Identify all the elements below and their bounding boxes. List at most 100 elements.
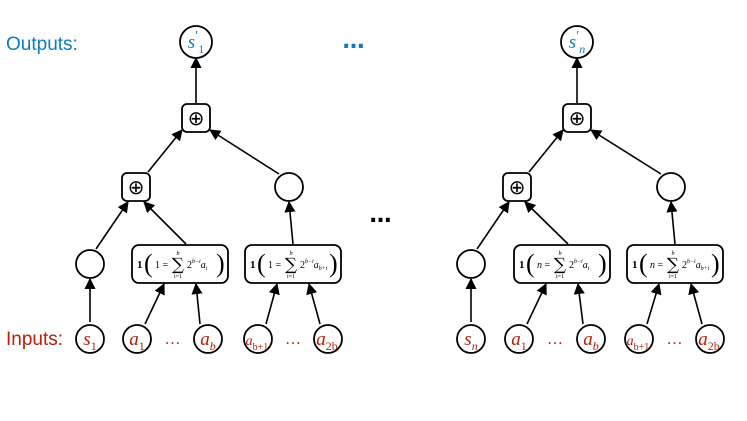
left-xor-mid: ⊕ — [121, 172, 151, 202]
right-state-input-label: sn — [464, 329, 477, 353]
left-input-a-b: ab — [193, 324, 223, 354]
right-xor-top: ⊕ — [562, 103, 592, 133]
left-indicator-box-1-indicator: 1 — [137, 259, 143, 271]
left-indicator-box-1-lparen: ( — [144, 249, 153, 278]
left-edge-a1 — [144, 282, 165, 325]
right-output-node-label: s′n — [569, 29, 585, 56]
right-input-a-b-label: ab — [583, 329, 599, 353]
right-indicator-box-1-sum-top: b — [559, 251, 562, 257]
right-empty-node-lower — [456, 249, 486, 279]
left-indicator-box-2-lhs: 1 = — [268, 260, 282, 271]
left-output-node: s′1 — [179, 25, 213, 59]
left-indicator-box-2-term: 2b−iab+i — [300, 259, 328, 272]
right-indicator-box-1-sum-bot: i=1 — [556, 274, 564, 280]
right-input-a-b-plus-1-circle — [624, 324, 654, 354]
right-xor-mid-symbol: ⊕ — [509, 175, 526, 199]
right-xor-mid: ⊕ — [502, 172, 532, 202]
right-indicator-box-2: 1()n =∑bi=12b−iab+i — [626, 244, 724, 284]
right-input-a-2b: a2b — [695, 324, 725, 354]
right-edge-a1 — [526, 282, 547, 325]
right-edge-ab1 — [646, 282, 662, 325]
right-indicator-box-2-sum: ∑ — [667, 255, 679, 275]
left-indicator-box-1-sum-bot: i=1 — [174, 274, 182, 280]
left-xor-top-symbol: ⊕ — [188, 106, 205, 130]
left-input-a-b-plus-1-circle — [243, 324, 273, 354]
left-input-ellipsis-2: … — [285, 331, 301, 348]
right-indicator-box-1: 1()n =∑bi=12b−iai — [513, 244, 611, 284]
right-indicator-box-2-term: 2b−iab+i — [682, 259, 710, 272]
left-indicator-box-2: 1()1 =∑bi=12b−iab+i — [244, 244, 342, 284]
right-input-a-2b-circle — [695, 324, 725, 354]
right-input-ellipsis-1: … — [547, 331, 563, 348]
right-output-node-circle — [560, 25, 594, 59]
left-indicator-box-2-sum-bot: i=1 — [287, 274, 295, 280]
right-edge-xor-mid-to-top — [528, 129, 564, 173]
left-edge-box1-to-xor — [143, 201, 187, 245]
right-input-a-b-circle — [576, 324, 606, 354]
right-output-node: s′n — [560, 25, 594, 59]
left-input-a-b-circle — [193, 324, 223, 354]
left-indicator-box-1: 1() 1 =∑b i=1 2b−iai — [131, 244, 229, 284]
left-input-a-2b-circle — [313, 324, 343, 354]
inputs-label: Inputs: — [6, 329, 63, 350]
left-edge-empty-to-top — [209, 129, 280, 175]
left-input-a-b-plus-1: ab+1 — [243, 324, 273, 354]
left-indicator-box-1-sum: ∑ — [172, 255, 184, 275]
left-input-a-first-label: a1 — [129, 329, 145, 353]
right-indicator-box-1-sum: ∑ — [554, 255, 566, 275]
right-indicator-box-1-indicator: 1 — [519, 259, 525, 271]
left-output-node-circle — [179, 25, 213, 59]
left-indicator-box-2-indicator: 1 — [250, 259, 256, 271]
left-input-a-b-plus-1-label: ab+1 — [246, 334, 269, 353]
right-indicator-box-2-lparen: ( — [639, 249, 648, 278]
left-input-a-first: a1 — [122, 324, 152, 354]
left-xor-top: ⊕ — [181, 103, 211, 133]
left-edge-ab1 — [265, 282, 280, 325]
left-indicator-box-1-term: 2b−iai — [187, 259, 208, 272]
top-ellipsis: … — [343, 29, 368, 54]
right-input-a-2b-label: a2b — [698, 329, 720, 353]
right-indicator-box-1-lhs: n = — [537, 260, 551, 271]
left-state-input: s1 — [75, 324, 105, 354]
left-indicator-box-2-sum-top: b — [290, 251, 293, 257]
right-edge-a2b — [688, 282, 703, 325]
left-input-a-b-label: ab — [200, 329, 216, 353]
right-input-a-b-plus-1-label: ab+1 — [627, 334, 650, 353]
middle-ellipsis: … — [370, 203, 395, 228]
left-input-a-2b-label: a2b — [316, 329, 338, 353]
right-input-a-first-label: a1 — [511, 329, 527, 353]
right-indicator-box-1-term: 2b−iai — [569, 259, 590, 272]
right-edge-box2-to-empty — [666, 200, 678, 245]
right-xor-top-symbol: ⊕ — [569, 106, 586, 130]
right-input-ellipsis-2: … — [667, 331, 683, 348]
left-edge-box2-to-empty — [284, 200, 296, 245]
left-edge-empty-to-xor — [95, 201, 129, 250]
right-indicator-box-2-lhs: n = — [650, 260, 664, 271]
left-state-input-label: s1 — [83, 329, 96, 353]
left-indicator-box-1-rparen: ) — [216, 249, 225, 278]
left-xor-mid-symbol: ⊕ — [128, 175, 145, 199]
right-state-input-circle — [456, 324, 486, 354]
right-edge-box1-to-xor — [524, 201, 569, 245]
right-input-a-b-plus-1: ab+1 — [624, 324, 654, 354]
left-indicator-box-1-sum-top: b — [177, 251, 180, 257]
left-indicator-box-2-lparen: ( — [257, 249, 266, 278]
left-indicator-box-1-lhs: 1 = — [155, 260, 169, 271]
left-edge-xor-mid-to-top — [147, 129, 183, 173]
right-edge-empty-to-top — [590, 129, 662, 175]
left-input-a-2b: a2b — [313, 324, 343, 354]
right-input-a-b: ab — [576, 324, 606, 354]
right-input-a-first: a1 — [504, 324, 534, 354]
left-edge-ab — [191, 282, 203, 325]
right-state-input: sn — [456, 324, 486, 354]
outputs-label: Outputs: — [6, 34, 78, 55]
left-empty-node-lower — [75, 249, 105, 279]
right-indicator-box-2-indicator: 1 — [632, 259, 638, 271]
left-indicator-box-2-sum: ∑ — [285, 255, 297, 275]
right-indicator-box-2-sum-bot: i=1 — [669, 274, 677, 280]
left-output-node-label: s′1 — [188, 29, 204, 56]
right-edge-ab — [573, 282, 585, 325]
